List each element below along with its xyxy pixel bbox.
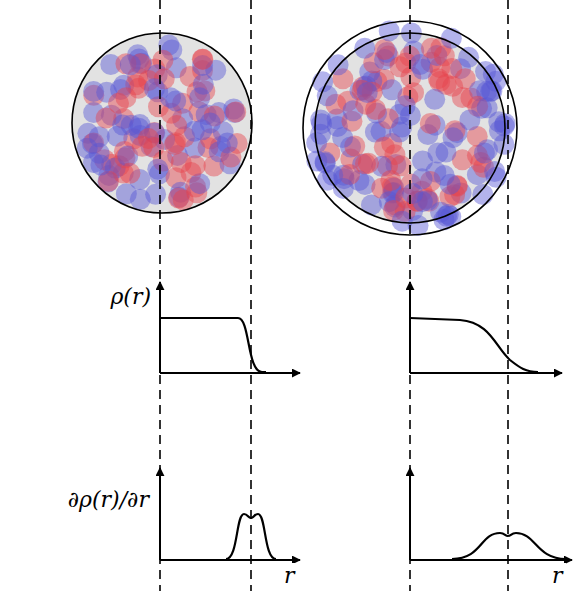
nucleon bbox=[192, 49, 213, 70]
nucleon bbox=[311, 113, 332, 134]
derivative-curve bbox=[226, 514, 276, 559]
axis-label: ρ(r) bbox=[107, 284, 154, 310]
nucleon bbox=[391, 117, 412, 138]
nucleon bbox=[168, 188, 189, 209]
curves bbox=[160, 318, 566, 559]
nucleon bbox=[435, 142, 456, 163]
nucleon bbox=[138, 128, 159, 149]
nucleon bbox=[420, 113, 441, 134]
nucleon bbox=[83, 81, 104, 102]
nucleon bbox=[472, 184, 493, 205]
dashed-guide bbox=[507, 0, 509, 591]
nucleon bbox=[89, 126, 110, 147]
nucleon bbox=[225, 101, 246, 122]
nucleus-ground bbox=[72, 33, 252, 213]
axis-label: r bbox=[281, 563, 298, 589]
nucleon bbox=[395, 95, 416, 116]
axes bbox=[160, 282, 572, 560]
derivative-curve bbox=[452, 533, 566, 559]
nucleon bbox=[374, 39, 395, 60]
x-axis bbox=[410, 372, 562, 374]
y-axis bbox=[159, 468, 161, 560]
nucleon bbox=[424, 89, 445, 110]
nucleon bbox=[442, 76, 463, 97]
nucleon bbox=[185, 155, 206, 176]
nucleus-outline bbox=[72, 33, 252, 213]
nucleon bbox=[474, 142, 495, 163]
nucleon bbox=[421, 38, 442, 59]
nucleons-left bbox=[77, 34, 248, 210]
nucleon bbox=[147, 159, 168, 180]
x-axis bbox=[410, 559, 572, 561]
nucleon bbox=[217, 132, 238, 153]
nucleon bbox=[488, 111, 509, 132]
x-axis bbox=[160, 372, 300, 374]
dashed-guide bbox=[409, 0, 411, 591]
y-axis bbox=[159, 282, 161, 373]
nucleon bbox=[412, 168, 433, 189]
dashed-guide bbox=[159, 0, 161, 591]
nucleon bbox=[390, 56, 411, 77]
nucleon bbox=[115, 87, 136, 108]
nucleon bbox=[357, 82, 378, 103]
nucleon bbox=[165, 90, 186, 111]
dashed-guide bbox=[250, 0, 252, 591]
nucleon bbox=[121, 115, 142, 136]
nucleons-right bbox=[306, 20, 515, 236]
nucleon bbox=[189, 87, 210, 108]
nucleon bbox=[164, 134, 185, 155]
nucleon bbox=[166, 115, 187, 136]
density-curve bbox=[410, 318, 538, 372]
nucleon bbox=[120, 54, 141, 75]
nucleon bbox=[144, 78, 165, 99]
density-curve bbox=[160, 318, 266, 372]
dashed-guides bbox=[160, 0, 508, 591]
axis-label: r bbox=[549, 563, 566, 589]
y-axis bbox=[409, 282, 411, 373]
nucleon bbox=[119, 163, 140, 184]
nucleon bbox=[459, 109, 480, 130]
nucleon bbox=[458, 47, 479, 68]
nucleon bbox=[192, 119, 213, 140]
nucleon bbox=[189, 173, 210, 194]
axis-label: ∂ρ(r)/∂r bbox=[65, 487, 152, 513]
nucleon bbox=[90, 155, 111, 176]
nucleon bbox=[434, 165, 455, 186]
y-axis bbox=[409, 468, 411, 560]
nucleon bbox=[380, 170, 401, 191]
x-axis bbox=[160, 559, 300, 561]
nucleon bbox=[481, 80, 502, 101]
